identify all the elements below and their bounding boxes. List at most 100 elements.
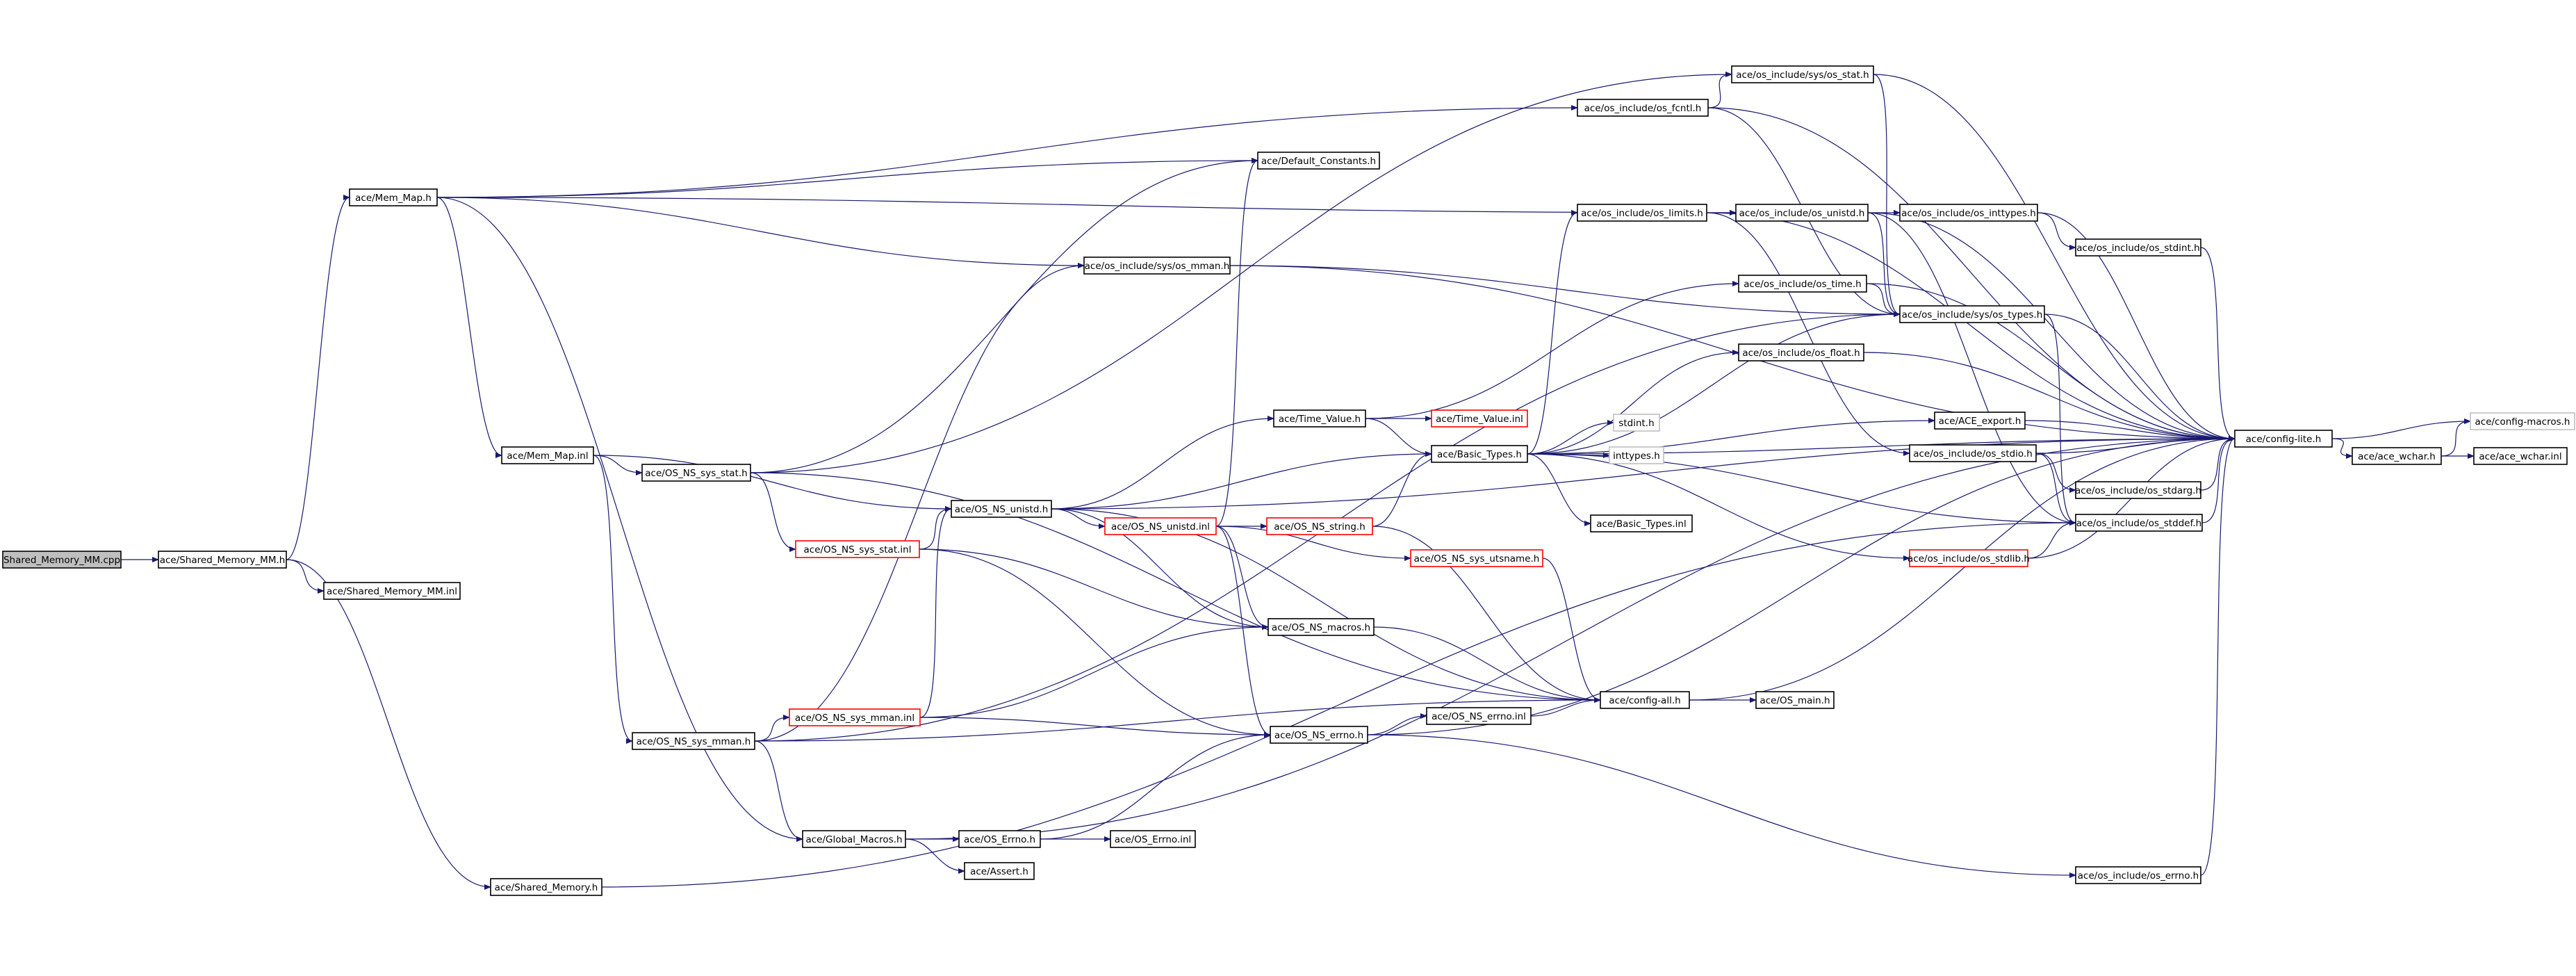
file-node-ace-ace-wchar-inl[interactable]: ace/ace_wchar.inl [2473, 447, 2568, 465]
node-box[interactable] [501, 446, 594, 464]
file-node-ace-os-errno-inl[interactable]: ace/OS_Errno.inl [1110, 830, 1196, 848]
node-box[interactable] [1266, 517, 1373, 535]
file-node-ace-os-ns-errno-inl[interactable]: ace/OS_NS_errno.inl [1426, 707, 1532, 725]
node-box[interactable] [1738, 343, 1864, 361]
file-node-ace-ace-export-h[interactable]: ace/ACE_export.h [1934, 412, 2026, 430]
file-node-ace-os-ns-sys-stat-inl[interactable]: ace/OS_NS_sys_stat.inl [795, 540, 920, 558]
file-node-ace-os-ns-sys-utsname-h[interactable]: ace/OS_NS_sys_utsname.h [1410, 549, 1543, 567]
node-box[interactable] [2075, 238, 2201, 257]
file-node-ace-os-include-os-inttypes-h[interactable]: ace/os_include/os_inttypes.h [1899, 204, 2038, 222]
node-box[interactable] [1755, 691, 1835, 709]
file-node-ace-default-constants-h[interactable]: ace/Default_Constants.h [1257, 152, 1380, 170]
node-box[interactable] [1270, 726, 1368, 744]
node-box[interactable] [789, 708, 921, 726]
node-box[interactable] [1600, 691, 1690, 709]
file-node-ace-os-include-os-fcntl-h[interactable]: ace/os_include/os_fcntl.h [1577, 99, 1709, 117]
node-box[interactable] [1431, 409, 1528, 428]
file-node-ace-os-include-sys-os-stat-h[interactable]: ace/os_include/sys/os_stat.h [1731, 65, 1874, 83]
node-box[interactable] [2234, 430, 2333, 448]
node-box[interactable] [2075, 514, 2203, 532]
node-box[interactable] [1426, 707, 1532, 725]
node-box[interactable] [1590, 514, 1693, 532]
node-box[interactable] [158, 551, 287, 569]
file-node-ace-os-ns-sys-mman-inl[interactable]: ace/OS_NS_sys_mman.inl [789, 708, 921, 726]
file-node-ace-os-include-os-float-h[interactable]: ace/os_include/os_float.h [1738, 343, 1864, 361]
file-node-ace-os-include-os-stddef-h[interactable]: ace/os_include/os_stddef.h [2075, 514, 2203, 532]
node-box[interactable] [958, 830, 1041, 848]
file-node-ace-shared-memory-mm-inl[interactable]: ace/Shared_Memory_MM.inl [323, 582, 461, 600]
file-node-ace-basic-types-inl[interactable]: ace/Basic_Types.inl [1590, 514, 1693, 532]
node-box[interactable] [1934, 412, 2026, 430]
file-node-stdint-h[interactable]: stdint.h [1613, 414, 1660, 432]
file-node-ace-os-include-os-limits-h[interactable]: ace/os_include/os_limits.h [1577, 204, 1707, 222]
file-node-ace-shared-memory-h[interactable]: ace/Shared_Memory.h [490, 878, 602, 896]
node-box[interactable] [2473, 447, 2568, 465]
file-node-ace-os-include-os-time-h[interactable]: ace/os_include/os_time.h [1738, 275, 1867, 293]
node-box[interactable] [632, 732, 755, 750]
file-node-ace-os-include-os-errno-h[interactable]: ace/os_include/os_errno.h [2075, 866, 2201, 884]
file-node-ace-os-ns-unistd-inl[interactable]: ace/OS_NS_unistd.inl [1104, 517, 1217, 535]
node-box[interactable] [490, 878, 602, 896]
node-box[interactable] [1273, 409, 1366, 428]
file-node-ace-os-errno-h[interactable]: ace/OS_Errno.h [958, 830, 1041, 848]
node-box[interactable] [2075, 866, 2201, 884]
node-box[interactable] [1577, 204, 1707, 222]
node-box[interactable] [1104, 517, 1217, 535]
file-node-ace-os-ns-string-h[interactable]: ace/OS_NS_string.h [1266, 517, 1373, 535]
file-node-ace-os-ns-sys-stat-h[interactable]: ace/OS_NS_sys_stat.h [641, 464, 751, 482]
file-node-ace-config-lite-h[interactable]: ace/config-lite.h [2234, 430, 2333, 448]
file-node-ace-os-ns-sys-mman-h[interactable]: ace/OS_NS_sys_mman.h [632, 732, 755, 750]
file-node-ace-os-main-h[interactable]: ace/OS_main.h [1755, 691, 1835, 709]
file-node-ace-os-include-os-unistd-h[interactable]: ace/os_include/os_unistd.h [1735, 204, 1869, 222]
node-box[interactable] [1735, 204, 1869, 222]
node-box[interactable] [1609, 446, 1664, 464]
node-box[interactable] [2075, 481, 2201, 499]
node-box[interactable] [1899, 204, 2038, 222]
file-node-ace-os-include-os-stdint-h[interactable]: ace/os_include/os_stdint.h [2075, 238, 2201, 257]
file-node-ace-os-ns-macros-h[interactable]: ace/OS_NS_macros.h [1268, 618, 1375, 636]
file-node-ace-os-include-sys-os-mman-h[interactable]: ace/os_include/sys/os_mman.h [1083, 257, 1231, 275]
node-box[interactable] [1577, 99, 1709, 117]
node-box[interactable] [802, 830, 906, 848]
file-node-ace-os-ns-errno-h[interactable]: ace/OS_NS_errno.h [1270, 726, 1368, 744]
node-box[interactable] [1909, 549, 2028, 567]
node-box[interactable] [964, 862, 1035, 880]
node-box[interactable] [1909, 444, 2037, 462]
node-box[interactable] [1731, 65, 1874, 83]
file-node-ace-os-include-os-stdlib-h[interactable]: ace/os_include/os_stdlib.h [1908, 549, 2030, 567]
file-node-ace-time-value-h[interactable]: ace/Time_Value.h [1273, 409, 1366, 428]
node-box[interactable] [323, 582, 461, 600]
file-node-inttypes-h[interactable]: inttypes.h [1609, 446, 1664, 464]
file-node-ace-config-macros-h[interactable]: ace/config-macros.h [2470, 412, 2575, 430]
node-box[interactable] [2352, 447, 2442, 465]
file-node-ace-os-include-os-stdarg-h[interactable]: ace/os_include/os_stdarg.h [2075, 481, 2201, 499]
file-node-ace-assert-h[interactable]: ace/Assert.h [964, 862, 1035, 880]
node-box[interactable] [1268, 618, 1375, 636]
file-node-ace-mem-map-h[interactable]: ace/Mem_Map.h [349, 188, 438, 206]
file-node-ace-config-all-h[interactable]: ace/config-all.h [1600, 691, 1690, 709]
node-box[interactable] [1410, 549, 1543, 567]
node-box[interactable] [1110, 830, 1196, 848]
file-node-ace-basic-types-h[interactable]: ace/Basic_Types.h [1431, 445, 1528, 463]
file-node-ace-os-include-sys-os-types-h[interactable]: ace/os_include/sys/os_types.h [1899, 305, 2045, 323]
file-node-ace-mem-map-inl[interactable]: ace/Mem_Map.inl [501, 446, 594, 464]
node-box[interactable] [2470, 412, 2575, 430]
file-node-ace-os-include-os-stdio-h[interactable]: ace/os_include/os_stdio.h [1909, 444, 2037, 462]
node-box[interactable] [2, 551, 122, 569]
node-box[interactable] [795, 540, 920, 558]
file-node-ace-shared-memory-mm-h[interactable]: ace/Shared_Memory_MM.h [158, 551, 287, 569]
node-box[interactable] [1738, 275, 1867, 293]
file-node-ace-os-ns-unistd-h[interactable]: ace/OS_NS_unistd.h [951, 500, 1052, 518]
node-box[interactable] [1083, 257, 1231, 275]
node-box[interactable] [1431, 445, 1528, 463]
node-box[interactable] [951, 500, 1052, 518]
file-node-ace-ace-wchar-h[interactable]: ace/ace_wchar.h [2352, 447, 2442, 465]
file-node-shared-memory-mm-cpp[interactable]: Shared_Memory_MM.cpp [2, 551, 122, 569]
node-box[interactable] [1257, 152, 1380, 170]
node-box[interactable] [641, 464, 751, 482]
file-node-ace-time-value-inl[interactable]: ace/Time_Value.inl [1431, 409, 1528, 428]
node-box[interactable] [1899, 305, 2045, 323]
node-box[interactable] [1613, 414, 1660, 432]
file-node-ace-global-macros-h[interactable]: ace/Global_Macros.h [802, 830, 906, 848]
node-box[interactable] [349, 188, 438, 206]
